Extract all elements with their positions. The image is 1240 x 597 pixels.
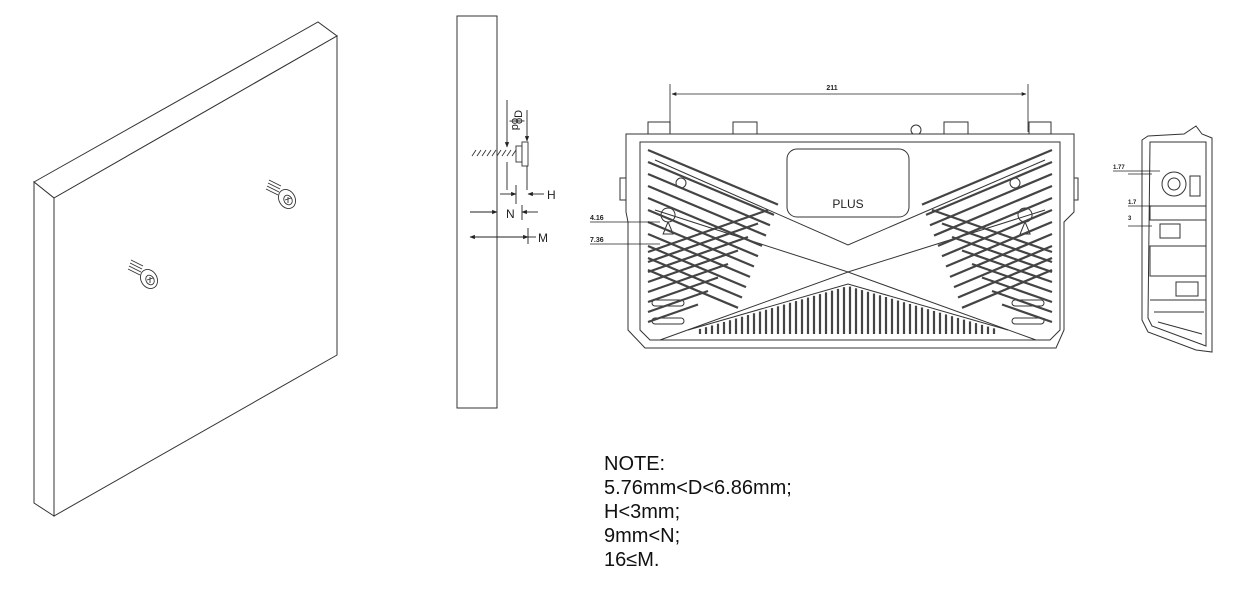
vent-slot	[647, 222, 759, 264]
screw-dimension-lines	[469, 100, 544, 244]
vent-slot	[957, 256, 1053, 299]
dim-7-36: 7.36	[590, 237, 604, 244]
label-phi-d: ϕd	[509, 118, 521, 130]
label-N: N	[506, 207, 515, 221]
vent-slot	[931, 208, 1053, 254]
wall-panel	[33, 21, 338, 517]
dim-211: 211	[826, 85, 837, 92]
vent-slot	[1001, 303, 1053, 324]
note-line: 5.76mm<D<6.86mm;	[604, 477, 792, 499]
note-line: 16≤M.	[604, 549, 660, 571]
router-dimension-lines	[590, 84, 1029, 245]
label-H: H	[547, 188, 556, 202]
vent-slot	[647, 244, 747, 289]
vent-slot	[647, 256, 743, 299]
vent-slot	[953, 244, 1053, 289]
vent-slot	[647, 160, 775, 216]
screw-lower	[127, 259, 158, 289]
vent-slot	[921, 148, 1053, 206]
vent-slot	[647, 303, 699, 324]
router-side-view	[1141, 125, 1213, 353]
note-block: NOTE: 5.76mm<D<6.86mm; H<3mm; 9mm<N; 16≤…	[604, 452, 792, 572]
vent-slot	[647, 232, 751, 278]
vent-slot	[991, 289, 1053, 314]
router-vent-slots	[647, 148, 1053, 334]
screw-upper	[265, 179, 296, 209]
label-phi-D: ϕD	[513, 110, 525, 124]
vent-slot	[971, 262, 1053, 294]
dim-1-77: 1.77	[1113, 165, 1125, 171]
side-dimension-lines	[1113, 170, 1160, 227]
vent-slot	[925, 160, 1053, 216]
vent-slot	[647, 148, 779, 206]
label-M: M	[538, 231, 548, 245]
vent-slot	[981, 276, 1053, 304]
vent-slot	[647, 235, 749, 274]
router-logo: PLUS	[832, 197, 863, 211]
note-line: 9mm<N;	[604, 525, 681, 547]
vent-slot	[647, 262, 729, 294]
screw-side-view	[471, 141, 529, 167]
vent-slot	[647, 276, 719, 304]
vent-slot	[647, 249, 739, 284]
dim-1-7: 1.7	[1128, 200, 1137, 206]
vent-slot	[647, 208, 769, 254]
vent-slot	[949, 232, 1053, 278]
vent-slot	[647, 289, 709, 314]
vent-slot	[961, 249, 1053, 284]
vent-slot	[941, 222, 1053, 264]
note-line: H<3mm;	[604, 501, 681, 523]
note-title: NOTE:	[604, 453, 666, 475]
dim-3: 3	[1128, 216, 1132, 222]
vent-slot	[951, 235, 1053, 274]
dim-4-16: 4.16	[590, 215, 604, 222]
